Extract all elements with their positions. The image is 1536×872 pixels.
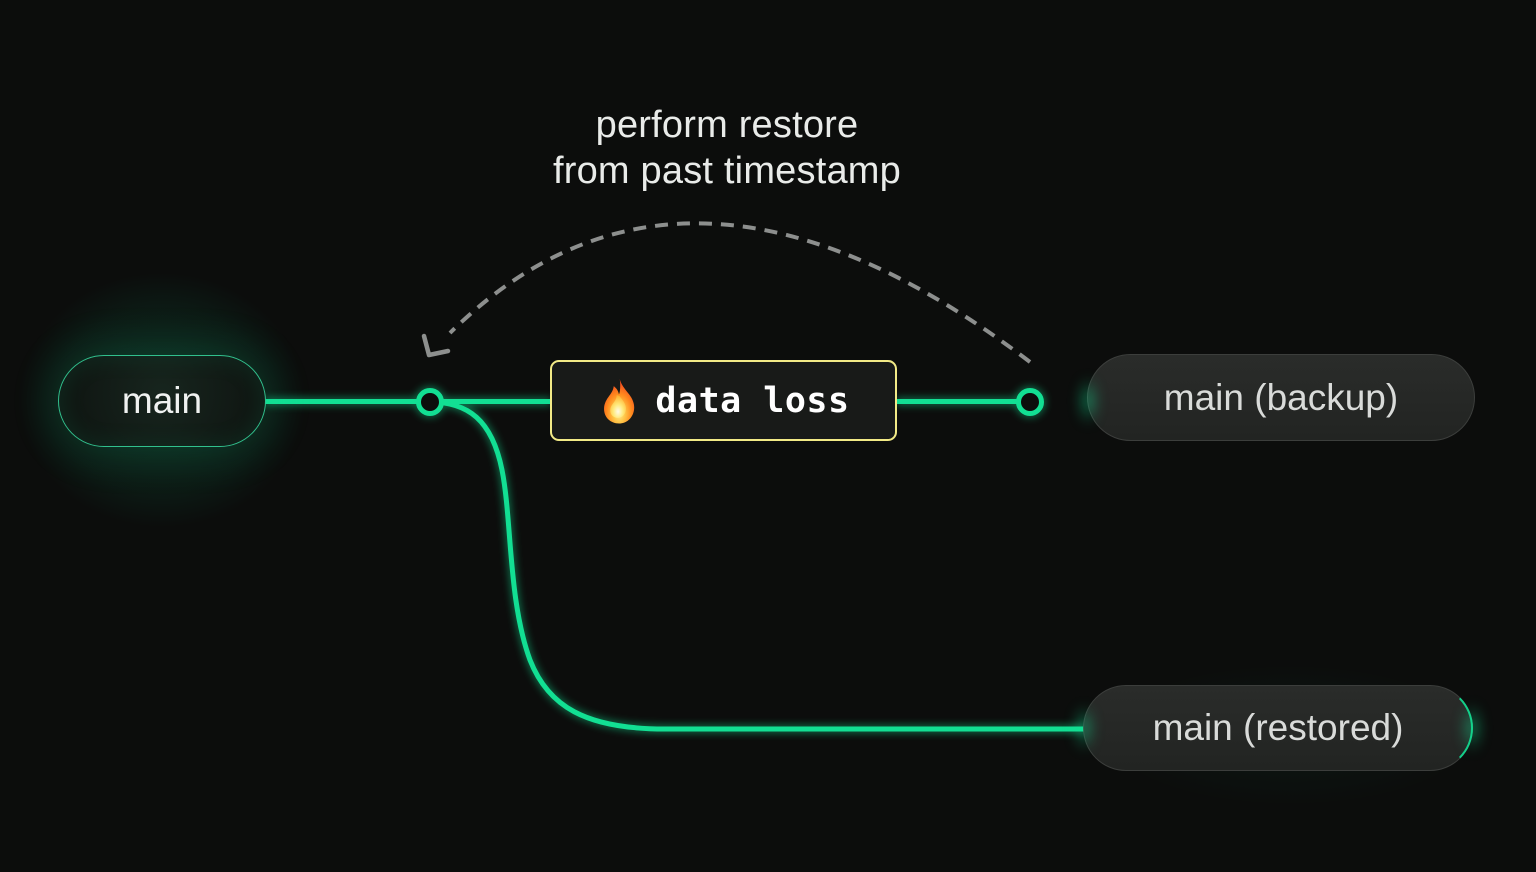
- branch-node-main-backup: main (backup): [1087, 354, 1475, 441]
- branch-node-main: main: [58, 355, 266, 447]
- branch-node-main-restored: main (restored): [1083, 685, 1473, 771]
- annotation-line-2: from past timestamp: [552, 150, 901, 192]
- branch-node-backup-label: main (backup): [1163, 376, 1399, 418]
- annotation-line-1: perform restore: [595, 104, 859, 146]
- restore-arc-arrowhead-icon: [421, 333, 451, 358]
- branch-point-icon-left: [416, 388, 444, 416]
- annotation-text: perform restore from past timestamp: [377, 102, 1077, 194]
- branch-line-glow: [265, 386, 1086, 733]
- branch-node-main-label: main: [121, 380, 203, 421]
- branch-point-icon-right: [1016, 388, 1044, 416]
- data-loss-label: data loss: [655, 380, 850, 421]
- data-loss-box: data loss: [550, 360, 897, 441]
- branch-node-restored-label: main (restored): [1152, 707, 1404, 748]
- branch-line-restored-curve: [429, 399, 1086, 732]
- fire-icon: [604, 376, 635, 423]
- restore-arc-dashed-line: [448, 221, 1032, 364]
